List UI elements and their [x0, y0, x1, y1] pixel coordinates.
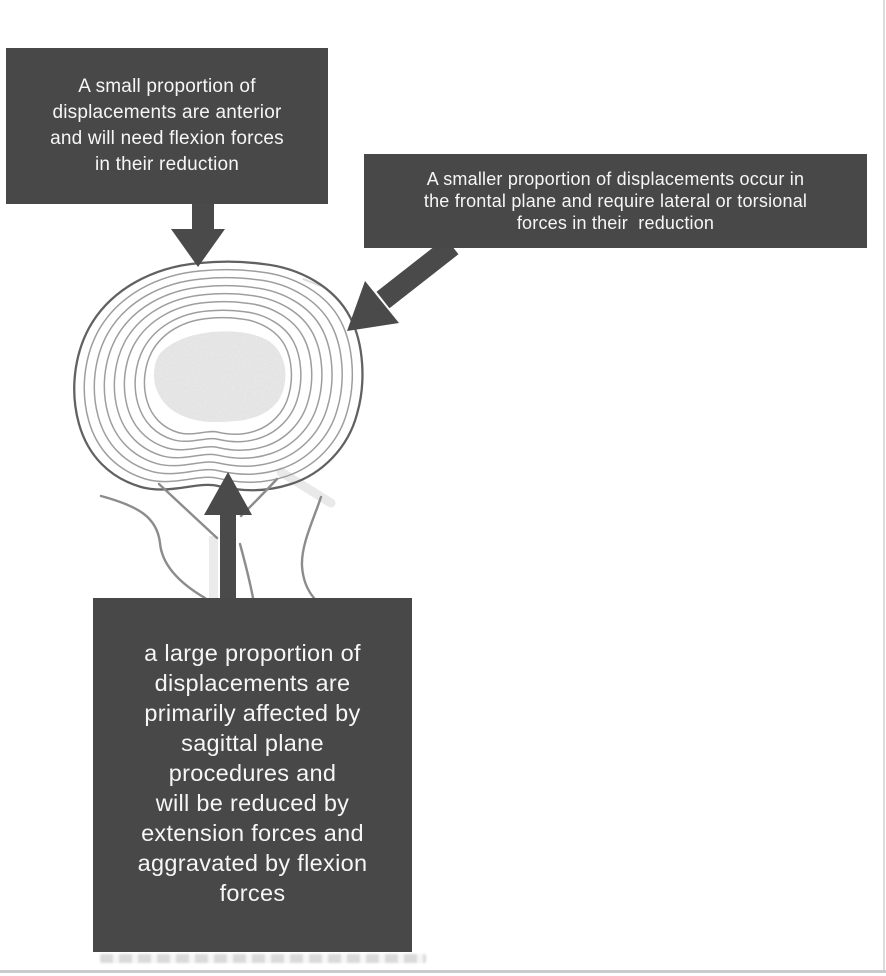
pencil-tick — [302, 278, 322, 287]
process-line-right-inner-lower — [238, 542, 255, 600]
faded-caption-strip — [100, 954, 426, 963]
callout-sagittal: a large proportion of displacements are … — [93, 598, 412, 952]
callout-anterior: A small proportion of displacements are … — [6, 48, 328, 204]
process-line-left-inner — [157, 482, 219, 540]
eraser-smudge-diagonal — [276, 467, 336, 508]
callout-sagittal-text: a large proportion of displacements are … — [137, 640, 368, 906]
eraser-smudge-vertical — [209, 536, 218, 598]
bottom-rule — [0, 970, 886, 973]
arrow-frontal — [347, 237, 459, 331]
callout-frontal-text: A smaller proportion of displacements oc… — [423, 169, 808, 233]
process-line-left-outer — [99, 494, 207, 600]
nucleus-stipple-texture — [153, 331, 286, 423]
callout-frontal: A smaller proportion of displacements oc… — [364, 154, 867, 248]
arrow-sagittal — [204, 472, 252, 600]
callout-anterior-text: A small proportion of displacements are … — [50, 76, 284, 175]
arrow-anterior — [171, 202, 225, 267]
page-edge-right — [883, 0, 885, 971]
process-line-right-outer — [300, 495, 323, 600]
